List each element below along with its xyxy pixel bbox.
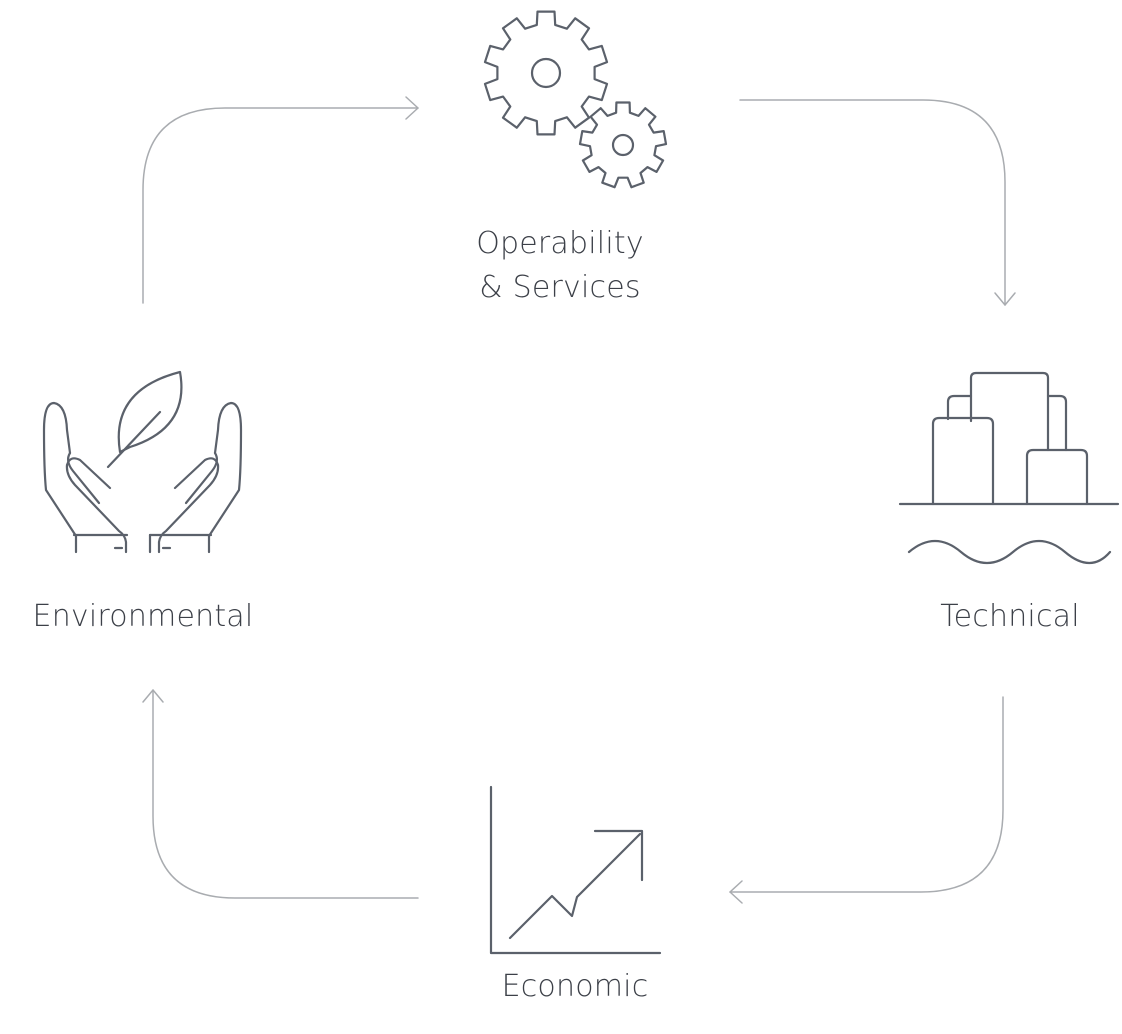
small-gear-icon [580, 103, 666, 188]
arrow-head-environmental [142, 689, 164, 703]
arrow-head-operability [405, 96, 419, 120]
environmental-label-text: Environmental [32, 599, 254, 634]
arrow-head-technical [994, 292, 1016, 306]
arrow-technical-to-economic [729, 696, 1004, 893]
large-gear-outline [485, 12, 607, 135]
arrow-operability-to-technical [739, 99, 1006, 306]
arrow-environmental-to-operability [142, 107, 419, 304]
arrow-economic-to-environmental [152, 689, 419, 899]
technical-label: Technical [900, 595, 1120, 639]
operability-label-line1: Operability [476, 226, 644, 261]
gears-icon [485, 12, 666, 188]
economic-label: Economic [465, 965, 685, 1009]
factory-icon [900, 373, 1118, 563]
hands-leaf-icon [44, 372, 241, 552]
small-gear-hub [613, 135, 633, 155]
large-gear-icon [485, 12, 607, 135]
technical-label-text: Technical [940, 599, 1080, 634]
small-gear-outline [580, 103, 666, 188]
growth-chart-icon [491, 787, 660, 953]
arrow-head-economic [729, 880, 743, 904]
economic-label-text: Economic [501, 969, 649, 1004]
large-gear-hub [532, 59, 560, 87]
operability-services-label: Operability & Services [435, 222, 685, 310]
operability-label-line2: & Services [479, 270, 641, 305]
environmental-label: Environmental [18, 595, 268, 639]
